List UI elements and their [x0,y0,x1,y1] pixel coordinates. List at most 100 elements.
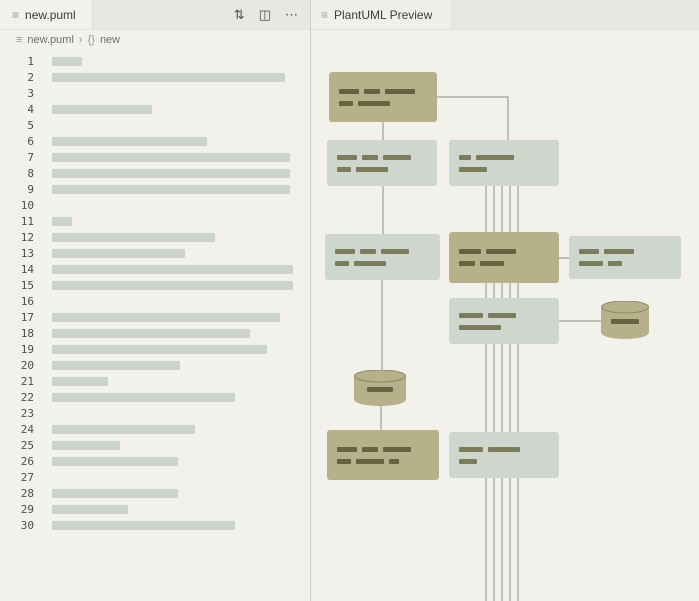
code-line[interactable]: 10 [0,197,310,213]
line-number: 8 [27,166,34,180]
node-text-bar [608,261,622,266]
toggle-changes-icon[interactable]: ⇅ [233,7,245,22]
preview-title: PlantUML Preview [334,7,433,22]
line-number: 23 [20,406,34,420]
code-line[interactable]: 27 [0,469,310,485]
code-text-bar [52,136,207,146]
node-text-bar [337,446,357,452]
diagram-node-mid-3 [449,232,559,283]
line-number: 26 [20,454,34,468]
line-number: 13 [20,246,34,260]
line-number: 18 [20,326,34,340]
node-text-row [459,166,549,172]
node-text-bar [335,248,355,254]
code-line[interactable]: 12 [0,229,310,245]
line-number: 12 [20,230,34,244]
code-text-bar [52,344,267,354]
code-line[interactable]: 1 [0,53,310,69]
code-line[interactable]: 26 [0,453,310,469]
node-text-bar [459,261,475,266]
code-line[interactable]: 7 [0,149,310,165]
code-text-bar [52,504,128,514]
code-line[interactable]: 20 [0,357,310,373]
code-line[interactable]: 16 [0,293,310,309]
line-number: 1 [27,54,34,68]
node-text-row [459,458,549,464]
code-line[interactable]: 14 [0,261,310,277]
code-line[interactable]: 8 [0,165,310,181]
code-line[interactable]: 29 [0,501,310,517]
code-line[interactable]: 17 [0,309,310,325]
node-text-bar [356,458,384,464]
code-line[interactable]: 2 [0,69,310,85]
diagram-edge [437,96,509,140]
line-number: 7 [27,150,34,164]
code-line[interactable]: 25 [0,437,310,453]
diagram-node-db-right [601,300,649,339]
line-number: 21 [20,374,34,388]
code-text-bar [52,232,215,242]
code-line[interactable]: 4 [0,101,310,117]
node-text-bar [385,88,415,94]
code-line[interactable]: 9 [0,181,310,197]
node-text-row [459,261,549,266]
code-line[interactable]: 13 [0,245,310,261]
line-number: 29 [20,502,34,516]
code-line[interactable]: 11 [0,213,310,229]
node-text-bar [459,249,481,254]
code-line[interactable]: 5 [0,117,310,133]
code-line[interactable]: 3 [0,85,310,101]
plantuml-icon: ≡ [321,7,329,22]
node-text-row [337,446,429,452]
node-text-bar [488,446,520,452]
node-text-row [335,260,430,266]
node-text-row [459,446,549,452]
more-actions-icon[interactable]: ⋯ [285,7,298,22]
tab-plantuml-preview[interactable]: ≡ PlantUML Preview [311,0,451,29]
node-text-bar [459,154,471,160]
code-line[interactable]: 30 [0,517,310,533]
line-number: 25 [20,438,34,452]
node-text-row [459,324,549,330]
code-line[interactable]: 23 [0,405,310,421]
code-line[interactable]: 18 [0,325,310,341]
line-number: 20 [20,358,34,372]
code-line[interactable]: 28 [0,485,310,501]
node-text-bar [356,166,388,172]
node-text-bar [459,446,483,452]
line-number: 15 [20,278,34,292]
diagram-node-right-2 [449,140,559,186]
breadcrumb-section[interactable]: new [99,34,121,46]
code-line[interactable]: 15 [0,277,310,293]
line-number: 2 [27,70,34,84]
code-text-bar [52,264,293,274]
preview-header: ≡ PlantUML Preview [311,0,699,30]
node-text-bar [337,154,357,160]
code-line[interactable]: 21 [0,373,310,389]
diagram-node-bottom-left [327,430,439,480]
code-line[interactable]: 22 [0,389,310,405]
code-text-bar [52,360,180,370]
code-text-bar [52,280,293,290]
node-text-row [579,249,671,254]
code-line[interactable]: 6 [0,133,310,149]
code-line[interactable]: 19 [0,341,310,357]
node-text-bar [337,166,351,172]
breadcrumb-file[interactable]: new.puml [27,34,74,46]
editor-actions: ⇅ ◫ ⋯ [234,0,310,29]
split-editor-icon[interactable]: ◫ [258,7,271,22]
tab-new-puml[interactable]: ≡ new.puml [0,0,93,29]
code-line[interactable]: 24 [0,421,310,437]
database-icon [601,300,649,339]
line-number: 19 [20,342,34,356]
breadcrumb[interactable]: ≡ new.puml › {} new [0,30,310,50]
code-text-bar [52,376,108,386]
code-text-bar [52,392,235,402]
code-text-bar [52,520,235,530]
line-number: 24 [20,422,34,436]
node-text-row [459,154,549,160]
node-text-bar [383,446,411,452]
